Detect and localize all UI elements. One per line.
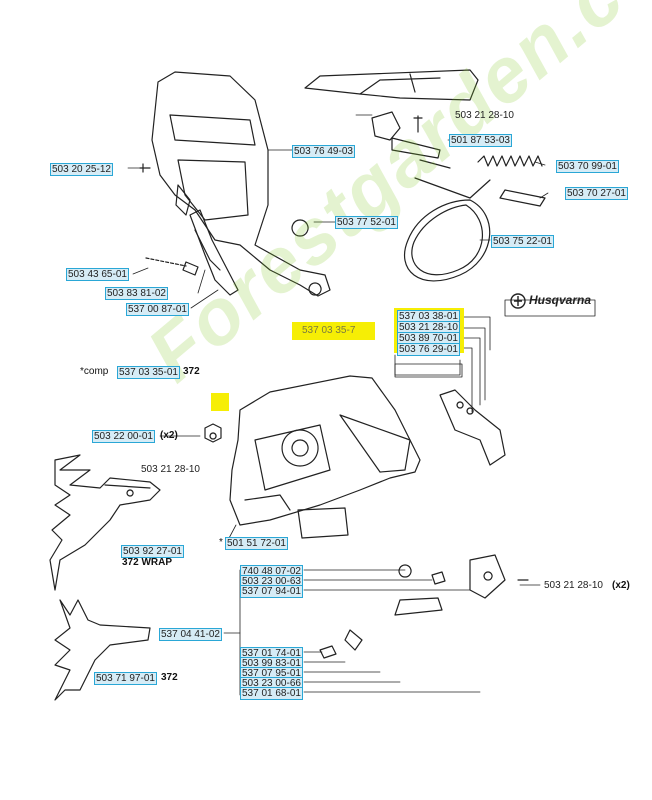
part-label[interactable]: 503 70 27-01 [565,187,628,200]
part-label[interactable]: 537 07 94-01 [240,585,303,598]
part-label[interactable]: 503 83 81-02 [105,287,168,300]
brake-band [403,177,491,282]
bar-nut [204,423,222,443]
highlight-mark [211,393,229,411]
part-label[interactable]: 503 92 27-01 [121,545,184,558]
toggle-mechanism [371,111,451,169]
bumper-spike-372-wrap [49,454,161,591]
part-label[interactable]: 537 00 87-01 [126,303,189,316]
clutch-cover [229,375,421,526]
part-label[interactable]: 503 22 00-01 [92,430,155,443]
part-label[interactable]: 503 70 99-01 [556,160,619,173]
spring [477,155,546,207]
comp-suffix: 372 [183,366,200,377]
part-label[interactable]: 503 21 28-10 [455,110,514,121]
part-label[interactable]: 503 75 22-01 [491,235,554,248]
chain-adjuster [319,554,529,659]
part-label[interactable]: 503 76 29-01 [397,343,460,356]
part-label[interactable]: 503 76 49-03 [292,145,355,158]
part-label[interactable]: 503 43 65-01 [66,268,129,281]
part-label[interactable]: 503 71 97-01 [94,672,157,685]
husqvarna-logo: Husqvarna [509,288,599,314]
model-372: 372 [161,672,178,683]
cover-guard-plate [297,507,349,539]
part-label[interactable]: 501 87 53-03 [449,134,512,147]
top-guard-part [304,69,479,101]
part-label[interactable]: 537 03 35-01 [117,366,180,379]
bumper-spike-372 [54,599,151,701]
deflector-plate [439,389,506,466]
part-label[interactable]: 503 20 25-12 [50,163,113,176]
highlight-bar-left [292,322,375,340]
qty-x2: (x2) [160,430,178,441]
part-label[interactable]: 503 77 52-01 [335,216,398,229]
part-label[interactable]: 503 21 28-10 [141,464,200,475]
part-label[interactable]: 537 04 41-02 [159,628,222,641]
front-hand-guard [151,71,331,297]
model-372-wrap: 372 WRAP [122,557,173,568]
part-label[interactable]: 503 21 28-10 [544,580,603,591]
brand-name: Husqvarna [529,293,592,307]
part-label[interactable]: 537 01 68-01 [240,687,303,700]
qty-x2: (x2) [612,580,630,591]
part-label[interactable]: 501 51 72-01 [225,537,288,550]
highlight-code: 537 03 35-7 [302,325,356,336]
comp-prefix: *comp [80,366,109,377]
small-hardware [139,115,423,276]
leader-lines [127,114,596,696]
star-marker: * [219,537,223,548]
brake-lever [175,184,239,296]
